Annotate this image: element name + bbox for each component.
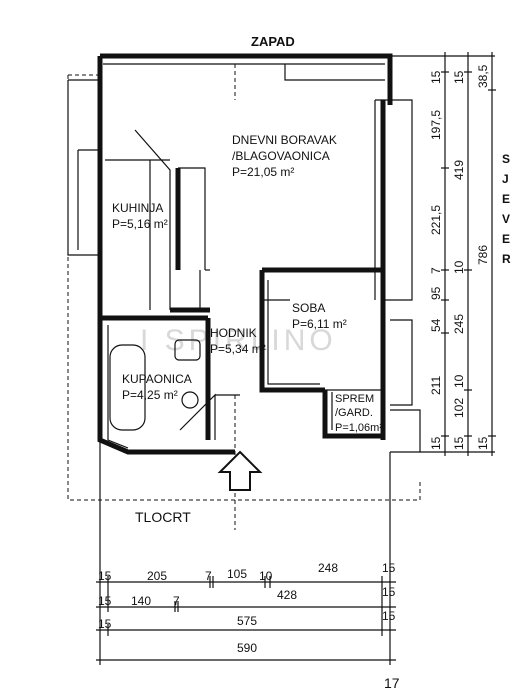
svg-text:15: 15 xyxy=(476,436,490,450)
svg-text:15: 15 xyxy=(452,436,466,450)
svg-text:95: 95 xyxy=(429,286,443,300)
svg-text:SPREM: SPREM xyxy=(335,393,374,405)
svg-text:10: 10 xyxy=(452,374,466,388)
room-bedroom: SOBA P=6,11 m² xyxy=(292,301,347,331)
svg-text:7: 7 xyxy=(173,594,180,608)
sink-icon xyxy=(174,339,201,361)
svg-text:54: 54 xyxy=(429,318,443,332)
svg-text:15: 15 xyxy=(429,70,443,84)
svg-text:205: 205 xyxy=(147,569,167,583)
svg-text:10: 10 xyxy=(259,569,273,583)
svg-text:E: E xyxy=(502,192,510,206)
room-kitchen: KUHINJA P=5,16 m² xyxy=(112,201,168,231)
svg-text:15: 15 xyxy=(382,609,396,623)
svg-text:DNEVNI BORAVAK: DNEVNI BORAVAK xyxy=(232,133,337,147)
svg-text:105: 105 xyxy=(227,567,247,581)
site-boundary xyxy=(67,75,421,501)
svg-text:15: 15 xyxy=(98,617,112,631)
plan-title: TLOCRT xyxy=(135,509,191,525)
page-number: 17 xyxy=(384,675,400,690)
svg-text:419: 419 xyxy=(452,160,466,180)
room-hall: HODNIK P=5,34 m² xyxy=(210,326,266,356)
svg-text:7: 7 xyxy=(429,267,443,274)
svg-text:P=6,11 m²: P=6,11 m² xyxy=(292,317,347,331)
svg-text:15: 15 xyxy=(382,585,396,599)
svg-text:197,5: 197,5 xyxy=(429,110,443,140)
svg-text:590: 590 xyxy=(237,641,257,655)
svg-text:575: 575 xyxy=(237,614,257,628)
svg-text:7: 7 xyxy=(205,569,212,583)
west-label: ZAPAD xyxy=(251,34,295,49)
svg-text:15: 15 xyxy=(98,594,112,608)
svg-text:KUPAONICA: KUPAONICA xyxy=(122,372,192,386)
svg-text:428: 428 xyxy=(277,588,297,602)
svg-text:102: 102 xyxy=(452,398,466,418)
right-dimensions: 15 197,5 221,5 7 95 54 211 15 15 419 10 … xyxy=(390,52,496,456)
entrance-arrow-icon xyxy=(217,450,263,491)
svg-text:140: 140 xyxy=(131,594,151,608)
svg-text:221,5: 221,5 xyxy=(429,205,443,235)
svg-text:786: 786 xyxy=(476,245,490,265)
svg-text:S: S xyxy=(502,152,510,166)
svg-text:15: 15 xyxy=(429,436,443,450)
svg-text:211: 211 xyxy=(429,376,443,395)
watermark: I SPIRLINO xyxy=(140,324,337,357)
svg-text:P=5,34 m²: P=5,34 m² xyxy=(210,342,266,356)
svg-text:HODNIK: HODNIK xyxy=(210,326,257,340)
svg-text:38,5: 38,5 xyxy=(476,64,490,88)
room-storage: SPREM /GARD. P=1,06m² xyxy=(335,393,383,434)
room-bathroom: KUPAONICA P=4,25 m² xyxy=(122,372,192,402)
svg-text:15: 15 xyxy=(98,569,112,583)
svg-text:J: J xyxy=(502,172,509,186)
exterior-wall xyxy=(97,56,235,455)
svg-text:245: 245 xyxy=(452,314,466,334)
svg-text:/BLAGOVAONICA: /BLAGOVAONICA xyxy=(232,149,330,163)
svg-text:248: 248 xyxy=(318,561,338,575)
svg-text:10: 10 xyxy=(452,260,466,274)
svg-text:R: R xyxy=(502,252,511,266)
svg-text:/GARD.: /GARD. xyxy=(335,407,373,419)
bathtub-icon xyxy=(109,344,146,431)
svg-text:15: 15 xyxy=(452,70,466,84)
svg-text:P=1,06m²: P=1,06m² xyxy=(335,422,383,434)
toilet-icon xyxy=(181,391,199,409)
north-label: S J E V E R xyxy=(502,152,511,266)
svg-text:P=21,05 m²: P=21,05 m² xyxy=(232,165,294,179)
room-living: DNEVNI BORAVAK /BLAGOVAONICA P=21,05 m² xyxy=(232,133,337,179)
svg-text:15: 15 xyxy=(382,561,396,575)
svg-text:SOBA: SOBA xyxy=(292,301,325,315)
svg-text:P=5,16 m²: P=5,16 m² xyxy=(112,217,168,231)
svg-text:V: V xyxy=(502,212,510,226)
svg-text:KUHINJA: KUHINJA xyxy=(112,201,163,215)
bottom-dimensions: 15 205 7 105 10 248 15 15 140 7 428 15 1… xyxy=(96,440,396,665)
svg-text:E: E xyxy=(502,232,510,246)
svg-text:P=4,25 m²: P=4,25 m² xyxy=(122,388,178,402)
